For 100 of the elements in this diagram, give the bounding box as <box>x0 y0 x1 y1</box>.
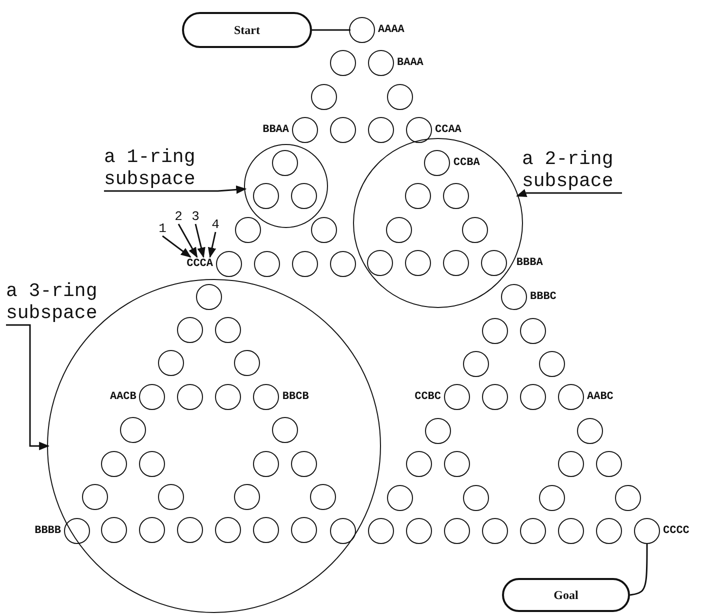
state-circle <box>462 216 488 243</box>
state-circle <box>539 484 565 511</box>
state-circle <box>368 518 394 544</box>
state-circle <box>215 317 242 343</box>
state-circle <box>272 417 298 444</box>
state-circle <box>349 17 375 43</box>
state-label: BBBC <box>530 290 556 304</box>
state-circle <box>311 217 337 244</box>
state-circle <box>386 216 412 243</box>
state-label: CCBA <box>453 156 480 170</box>
state-circle <box>444 384 470 410</box>
state-circle <box>406 518 432 544</box>
state-circle <box>406 117 432 144</box>
leader-line <box>104 185 247 194</box>
state-circle <box>443 183 470 210</box>
state-circle <box>291 517 318 544</box>
state-circle <box>520 318 546 344</box>
state-circle <box>558 518 584 544</box>
state-circle <box>501 284 527 310</box>
state-label: AABC <box>587 390 614 404</box>
state-circle <box>82 484 108 510</box>
state-circle <box>482 384 508 410</box>
state-circle <box>196 284 222 310</box>
index-number: 4 <box>211 218 220 232</box>
state-circle <box>158 350 184 376</box>
state-circle <box>253 450 280 477</box>
state-circle <box>234 350 260 376</box>
state-circle <box>330 117 356 144</box>
state-label: BBBA <box>516 256 543 270</box>
state-label: CCCA <box>186 256 213 271</box>
state-circle <box>291 183 318 210</box>
state-circle <box>101 450 128 477</box>
state-label: BBBB <box>34 524 61 538</box>
state-circle <box>292 117 318 144</box>
leader-line <box>178 224 198 258</box>
state-circle <box>520 518 546 544</box>
state-label: BAAA <box>397 56 424 70</box>
state-circle <box>310 484 336 510</box>
state-circle <box>177 517 204 544</box>
state-circle <box>139 517 166 544</box>
state-circle <box>253 384 280 410</box>
state-circle <box>120 417 146 444</box>
state-circle <box>558 451 584 478</box>
leader-line <box>516 189 622 197</box>
state-circle <box>330 50 356 76</box>
index-number: 3 <box>191 210 200 224</box>
state-circle <box>367 250 394 276</box>
state-circle <box>253 183 280 210</box>
state-label: CCCC <box>663 524 690 538</box>
leader-line <box>194 224 206 258</box>
annotation-text: a 2-ring subspace <box>522 148 622 192</box>
state-circle <box>463 484 489 511</box>
state-circle <box>311 84 337 110</box>
state-circle <box>234 484 260 510</box>
state-label: AACB <box>110 390 136 404</box>
state-circle <box>424 150 450 176</box>
subspace-circle <box>244 144 328 228</box>
state-circle <box>405 183 432 210</box>
state-circle <box>101 517 128 544</box>
annotation-text: a 1-ring subspace <box>104 146 204 190</box>
state-label: CCBC <box>414 390 441 404</box>
state-circle <box>615 484 641 511</box>
annotation-text: a 3-ring subspace <box>6 280 106 324</box>
state-circle <box>139 450 166 477</box>
state-circle <box>254 250 280 277</box>
terminal-box: Start <box>182 12 312 48</box>
state-circle <box>387 484 413 511</box>
connector-line <box>630 544 648 596</box>
state-circle <box>520 384 546 410</box>
state-circle <box>216 250 242 277</box>
index-number: 2 <box>174 210 183 224</box>
state-circle <box>177 384 204 410</box>
state-circle <box>539 351 565 377</box>
state-circle <box>463 351 489 377</box>
state-label: AAAA <box>378 23 404 37</box>
state-circle <box>158 484 184 510</box>
state-circle <box>482 318 508 344</box>
state-circle <box>291 450 318 477</box>
state-circle <box>406 451 432 478</box>
state-circle <box>443 250 470 276</box>
state-circle <box>444 518 470 544</box>
state-label: BBAA <box>262 123 289 138</box>
state-circle <box>139 384 166 410</box>
state-circle <box>215 384 242 410</box>
state-circle <box>405 250 432 276</box>
terminal-box: Goal <box>502 578 630 612</box>
state-label: BBCB <box>282 390 309 404</box>
state-circle <box>387 84 413 110</box>
connector-line <box>312 29 350 31</box>
state-circle <box>577 418 603 444</box>
state-circle <box>481 250 508 276</box>
state-circle <box>596 451 622 478</box>
state-circle <box>634 518 660 544</box>
state-circle <box>235 217 261 244</box>
state-circle <box>253 517 280 544</box>
leader-line <box>162 235 192 258</box>
state-circle <box>425 418 451 444</box>
state-circle <box>215 517 242 544</box>
state-circle <box>444 451 470 478</box>
state-circle <box>368 117 394 144</box>
